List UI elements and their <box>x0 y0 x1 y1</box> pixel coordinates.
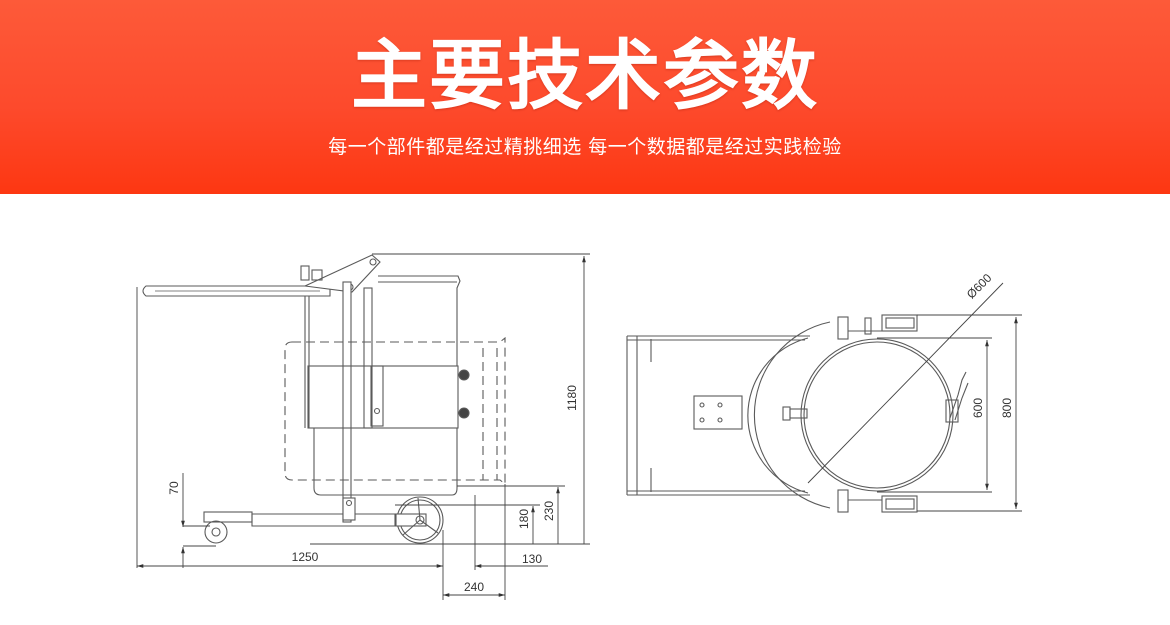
dim-drum-clearance: 230 <box>542 501 556 521</box>
dim-base-height: 70 <box>167 481 181 495</box>
technical-drawing-area: 1180 70 1250 180 230 130 240 <box>0 194 1170 621</box>
top-view-dimensions <box>877 314 1022 512</box>
dim-length: 1250 <box>292 550 319 564</box>
dim-outer-width: 800 <box>1000 398 1014 418</box>
side-view-labels: 1180 70 1250 180 230 130 240 <box>167 385 579 594</box>
dim-total-height: 1180 <box>565 385 579 411</box>
dim-wheel-center-height: 180 <box>517 509 531 529</box>
header-banner: 主要技术参数 每一个部件都是经过精挑细选 每一个数据都是经过实践检验 <box>0 0 1170 194</box>
top-view-drawing <box>626 282 1004 513</box>
page-title: 主要技术参数 <box>351 31 819 120</box>
side-view-drawing <box>142 254 506 544</box>
side-view-dimensions <box>136 253 590 600</box>
dim-offset-right: 130 <box>522 552 542 566</box>
page-subtitle: 每一个部件都是经过精挑细选 每一个数据都是经过实践检验 <box>328 136 842 158</box>
dim-wheel-offset: 240 <box>464 580 484 594</box>
dim-inner-width: 600 <box>971 398 985 418</box>
top-view-labels: Ø600 600 800 <box>964 271 1014 418</box>
